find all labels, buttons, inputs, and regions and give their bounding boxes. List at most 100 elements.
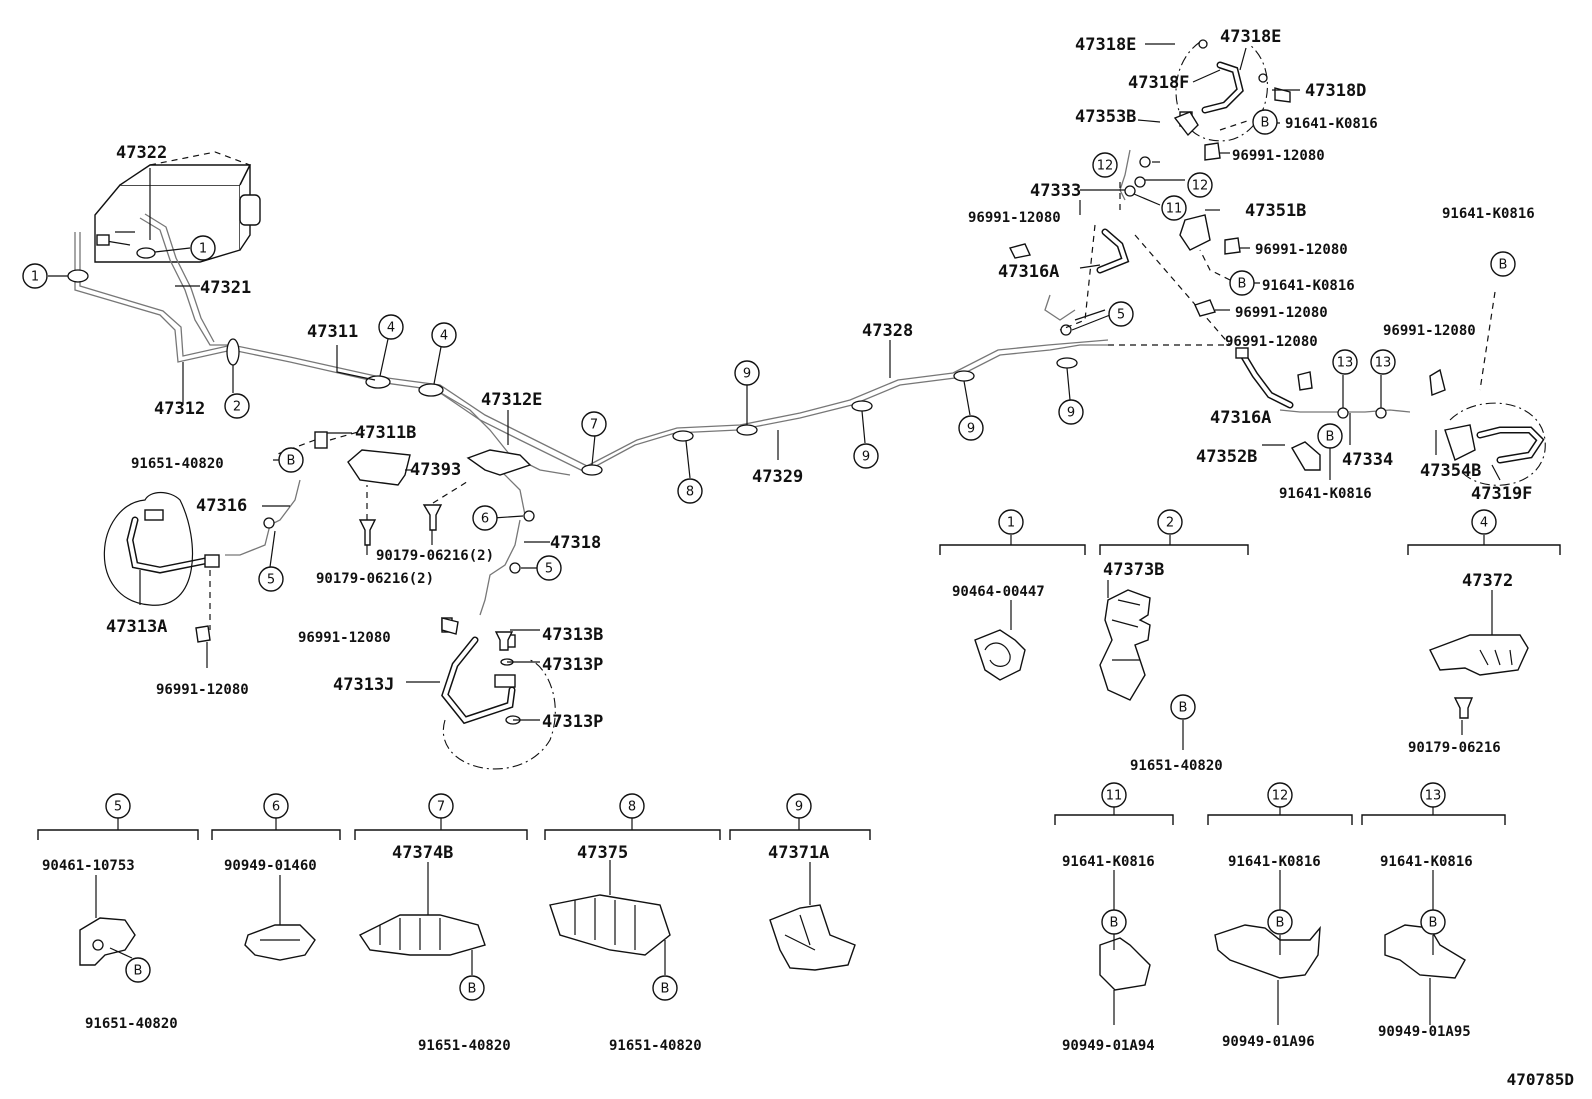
part-number-label: 91641-K0816: [1062, 854, 1155, 870]
callout-marker: 12: [1267, 782, 1293, 808]
part-number-label: 90461-10753: [42, 858, 135, 874]
hose-47313A: [103, 491, 220, 630]
callout-marker: B: [1267, 909, 1293, 935]
part-number-label: 90949-01460: [224, 858, 317, 874]
part-number-label: 47329: [752, 467, 803, 487]
part-number-label: 47321: [200, 278, 251, 298]
callout-marker: 8: [619, 793, 645, 819]
svg-text:B: B: [1261, 116, 1270, 131]
callout-marker: 6: [263, 793, 289, 819]
callout-marker: B: [1170, 694, 1196, 720]
part-number-label: 47354B: [1420, 461, 1481, 481]
part-number-label: 47372: [1462, 571, 1513, 591]
part-number-label: 91651-40820: [131, 456, 224, 472]
callout-marker: B: [278, 447, 304, 473]
svg-text:B: B: [1110, 916, 1119, 931]
callout-marker: 13: [1370, 349, 1396, 375]
svg-text:12: 12: [1272, 789, 1289, 804]
part-number-label: 90949-01A95: [1378, 1024, 1471, 1040]
callout-marker: 2: [1157, 509, 1183, 535]
svg-text:8: 8: [628, 800, 636, 815]
leader-lines: [139, 43, 1501, 721]
svg-text:13: 13: [1375, 356, 1392, 371]
svg-text:B: B: [1326, 430, 1335, 445]
part-number-label: 90949-01A94: [1062, 1038, 1155, 1054]
part-number-label: 90179-06216(2): [376, 548, 494, 564]
svg-text:5: 5: [545, 562, 553, 577]
part-number-label: 91641-K0816: [1442, 206, 1535, 222]
part-number-label: 90949-01A96: [1222, 1034, 1315, 1050]
part-number-label: 96991-12080: [298, 630, 391, 646]
part-number-label: 47318E: [1075, 35, 1136, 55]
part-number-label: 90179-06216(2): [316, 571, 434, 587]
svg-text:1: 1: [31, 270, 39, 285]
part-number-label: 47393: [410, 460, 461, 480]
detail-parts: [79, 580, 1529, 1025]
svg-text:13: 13: [1337, 356, 1354, 371]
callout-marker: 1: [998, 509, 1024, 535]
part-number-label: 47316A: [998, 262, 1059, 282]
part-number-label: 91641-K0816: [1262, 278, 1355, 294]
callout-marker: 5: [536, 555, 562, 581]
part-number-label: 47316A: [1210, 408, 1271, 428]
svg-text:6: 6: [272, 800, 280, 815]
svg-text:B: B: [1276, 916, 1285, 931]
part-number-label: 47311B: [355, 423, 416, 443]
callout-marker: B: [1490, 251, 1516, 277]
brackets-main: [195, 87, 1446, 651]
callout-marker: 1: [22, 263, 48, 289]
svg-text:B: B: [1179, 701, 1188, 716]
svg-text:1: 1: [199, 242, 207, 257]
part-number-label: 47322: [116, 143, 167, 163]
svg-text:9: 9: [743, 367, 751, 382]
part-number-label: 47374B: [392, 843, 453, 863]
svg-text:B: B: [287, 454, 296, 469]
callout-marker: 13: [1332, 349, 1358, 375]
callout-marker: B: [1317, 423, 1343, 449]
callout-marker: 4: [431, 322, 457, 348]
part-number-label: 47351B: [1245, 201, 1306, 221]
figure-code: 470785D: [1506, 1070, 1574, 1089]
callout-marker: 5: [258, 566, 284, 592]
callout-marker: 4: [378, 314, 404, 340]
part-number-label: 47312E: [481, 390, 542, 410]
part-number-label: 47352B: [1196, 447, 1257, 467]
svg-text:12: 12: [1192, 179, 1209, 194]
callout-marker: B: [1229, 270, 1255, 296]
callout-marker: 9: [786, 793, 812, 819]
svg-text:B: B: [134, 964, 143, 979]
svg-text:11: 11: [1166, 202, 1183, 217]
svg-text:B: B: [1499, 258, 1508, 273]
svg-text:12: 12: [1097, 159, 1114, 174]
callout-marker: 13: [1420, 782, 1446, 808]
part-number-label: 47313P: [542, 712, 603, 732]
hose-47316A-lower: [1235, 347, 1294, 409]
part-number-label: 47311: [307, 322, 358, 342]
brake-actuator: [94, 151, 261, 263]
part-number-label: 96991-12080: [1232, 148, 1325, 164]
callout-marker: B: [459, 975, 485, 1001]
svg-text:9: 9: [795, 800, 803, 815]
part-number-label: 47328: [862, 321, 913, 341]
part-number-label: 91641-K0816: [1285, 116, 1378, 132]
part-number-label: 47316: [196, 496, 247, 516]
callout-marker: 12: [1187, 172, 1213, 198]
callout-marker: 9: [734, 360, 760, 386]
callout-marker: 7: [428, 793, 454, 819]
svg-text:2: 2: [233, 400, 241, 415]
part-number-label: 91641-K0816: [1279, 486, 1372, 502]
callout-markers: 1 1 2 4 4 B 5 6 5 7 8 9 9 9 9 B 12 12 11…: [22, 109, 1516, 1001]
svg-text:5: 5: [1117, 308, 1125, 323]
part-number-label: 90464-00447: [952, 584, 1045, 600]
part-number-label: 47373B: [1103, 560, 1164, 580]
svg-text:13: 13: [1425, 789, 1442, 804]
part-number-label: 91641-K0816: [1228, 854, 1321, 870]
hose-47319F: [1444, 291, 1546, 486]
svg-text:4: 4: [1480, 516, 1488, 531]
part-number-label: 47313P: [542, 655, 603, 675]
svg-text:9: 9: [967, 422, 975, 437]
svg-text:B: B: [468, 982, 477, 997]
part-number-label: 47313B: [542, 625, 603, 645]
